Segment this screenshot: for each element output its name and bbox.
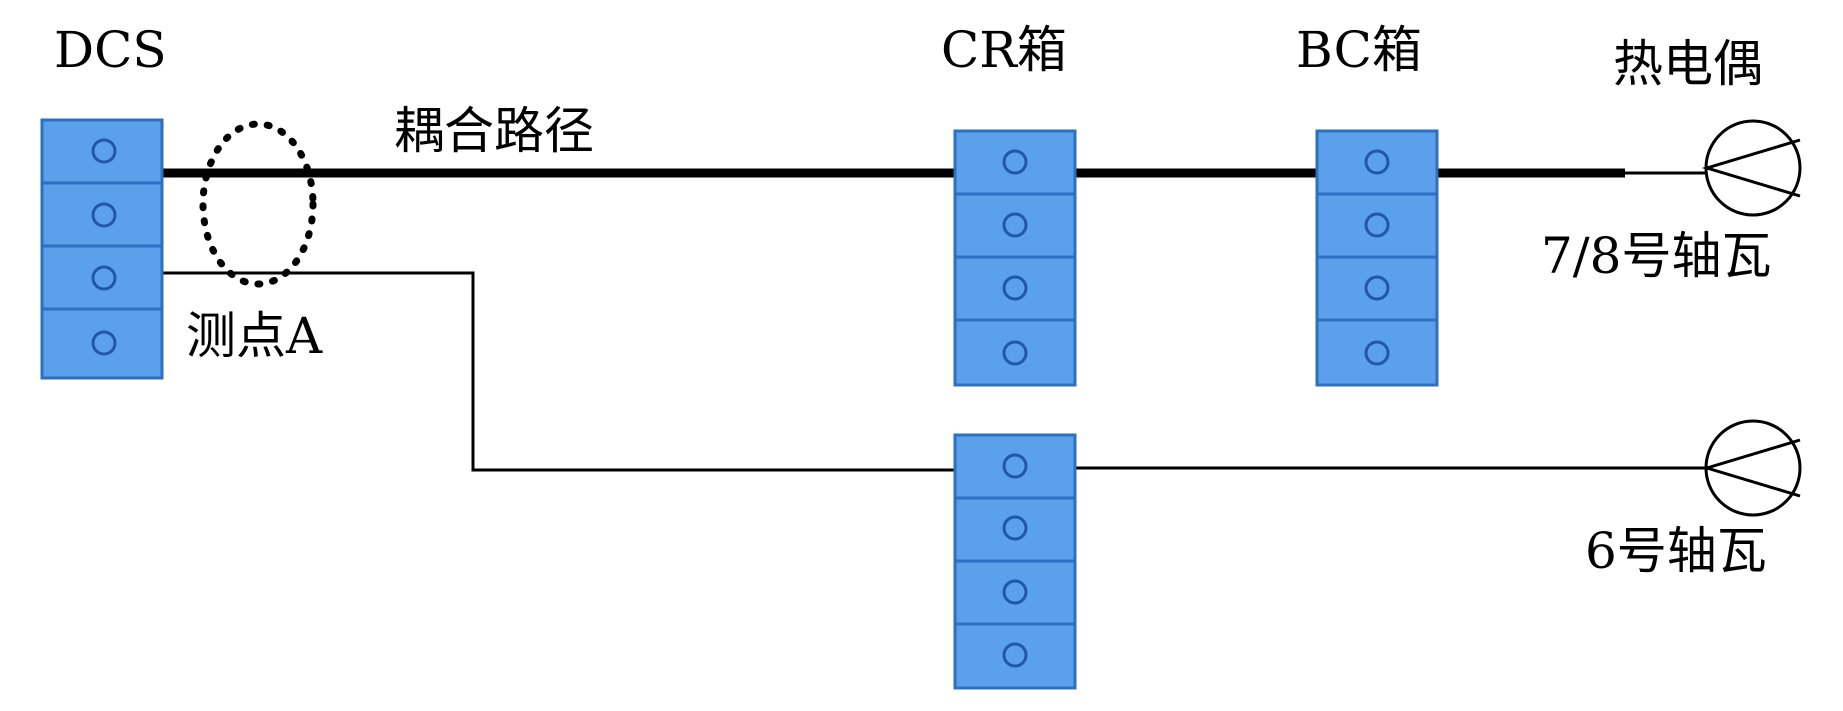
dcs-label: DCS	[54, 21, 167, 79]
terminal-hole-icon	[1002, 642, 1028, 668]
cr-box-label: CR箱	[941, 21, 1067, 79]
terminal-hole-icon	[91, 265, 117, 291]
terminal-hole-icon	[1002, 149, 1028, 175]
point-a-marker-ellipse	[199, 120, 317, 288]
terminal-hole-icon	[1002, 579, 1028, 605]
terminal-hole-icon	[91, 202, 117, 228]
coupling-path-label: 耦合路径	[394, 102, 594, 160]
bearing-6-sensor-icon	[1701, 419, 1802, 517]
bearing-78-label: 7/8号轴瓦	[1541, 227, 1772, 285]
terminal-hole-icon	[1364, 275, 1390, 301]
dcs-terminal-block	[40, 118, 164, 380]
terminal-hole-icon	[91, 138, 117, 164]
terminal-hole-icon	[1364, 212, 1390, 238]
terminal-hole-icon	[91, 330, 117, 356]
terminal-hole-icon	[1002, 340, 1028, 366]
terminal-hole-icon	[1364, 340, 1390, 366]
bearing-6-label: 6号轴瓦	[1585, 522, 1767, 580]
terminal-hole-icon	[1002, 275, 1028, 301]
terminal-hole-icon	[1002, 212, 1028, 238]
terminal-hole-icon	[1002, 453, 1028, 479]
signal-wire-dcs-to-lower-box	[162, 271, 955, 472]
point-a-label: 测点A	[186, 307, 323, 365]
thermocouple-label: 热电偶	[1613, 35, 1763, 93]
terminal-hole-icon	[1364, 149, 1390, 175]
lower-terminal-block	[953, 433, 1077, 690]
bc-box-label: BC箱	[1296, 21, 1422, 79]
bc-box-terminal-block	[1315, 129, 1439, 387]
cr-box-terminal-block	[953, 129, 1077, 387]
terminal-hole-icon	[1002, 515, 1028, 541]
thermocouple-sensor-icon	[1701, 119, 1802, 217]
